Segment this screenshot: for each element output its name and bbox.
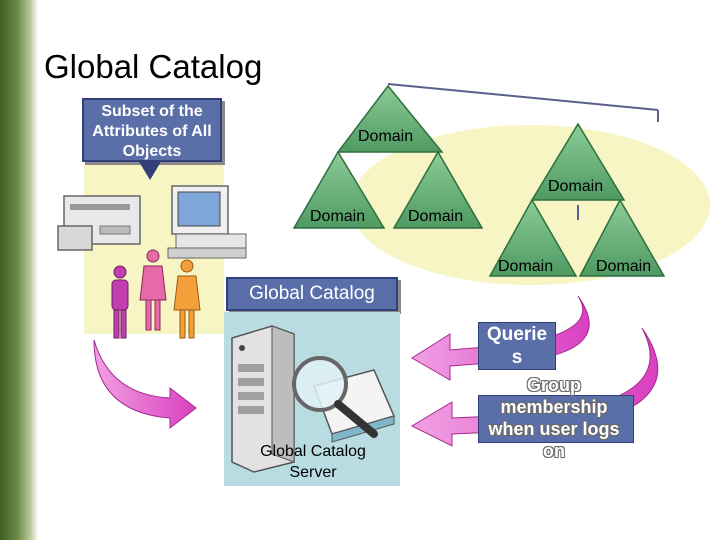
magnifier-icon — [292, 356, 378, 438]
domain-triangle-lower-right — [578, 198, 666, 277]
group-membership-label: Group membership when user logs on — [474, 374, 634, 462]
user-icon — [111, 265, 129, 339]
domain-label-root: Domain — [358, 128, 414, 145]
server-illustration — [231, 325, 396, 473]
group-label-line2: membership — [500, 397, 608, 417]
users-group-icon — [111, 249, 201, 339]
workstation-to-server-arrow — [93, 339, 197, 430]
queries-label-line1: Querie — [486, 324, 548, 345]
server-panel — [224, 312, 400, 486]
queries-label-line2: s — [511, 347, 523, 368]
domain-label-lower-right: Domain — [596, 258, 652, 275]
server-label-line1: Global Catalog — [260, 443, 366, 460]
user-icon — [173, 259, 201, 339]
domain-triangle-left — [292, 150, 386, 229]
user-icon — [139, 249, 167, 331]
domain-triangle-middle — [392, 150, 484, 229]
group-label-line1: Group — [527, 375, 581, 395]
group-membership-box — [478, 395, 634, 443]
attributes-callout: Subset of the Attributes of All Objects — [82, 98, 222, 162]
queries-arrow-upper — [411, 295, 590, 381]
domain-triangle-root — [336, 84, 444, 153]
printer-icon — [57, 195, 141, 251]
domain-label-right: Domain — [548, 178, 604, 195]
domain-label-left: Domain — [310, 208, 366, 225]
group-label-line3: when user logs — [488, 419, 620, 439]
server-label: Global Catalog Server — [238, 441, 388, 483]
slide-title: Global Catalog — [44, 48, 263, 85]
global-catalog-banner: Global Catalog — [226, 277, 398, 311]
domain-label-lower-left: Domain — [498, 258, 554, 275]
computer-icon — [167, 185, 247, 259]
server-tower-icon — [231, 325, 295, 473]
domain-triangle-right — [530, 122, 626, 201]
domain-triangle-lower-left — [488, 198, 578, 277]
tree-lines — [387, 83, 659, 220]
queries-label: Querie s — [478, 322, 556, 370]
slide-side-bar — [0, 0, 38, 540]
domain-label-middle: Domain — [408, 208, 464, 225]
server-label-line2: Server — [289, 464, 337, 481]
callout-tail — [138, 160, 162, 180]
group-label-line4: on — [543, 441, 565, 461]
